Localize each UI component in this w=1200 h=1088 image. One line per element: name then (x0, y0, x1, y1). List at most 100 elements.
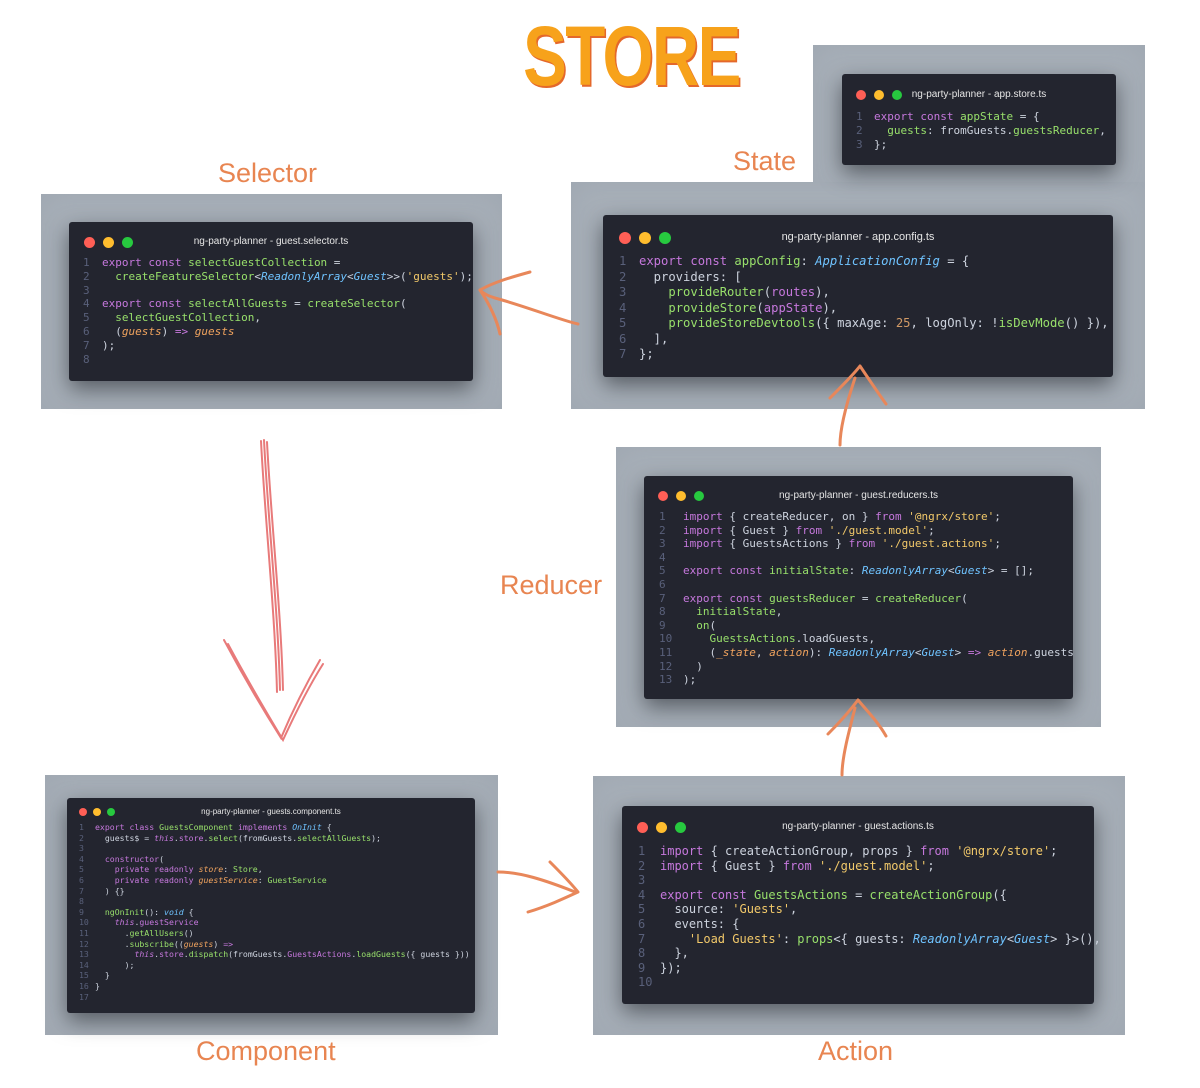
code-line: 8 }, (638, 946, 1101, 961)
code-line: 7); (83, 339, 473, 353)
line-number: 12 (79, 938, 89, 949)
code-line: 4 (659, 551, 1074, 565)
line-number: 4 (659, 550, 666, 564)
code-line: 2 guests: fromGuests.guestsReducer, (856, 124, 1106, 138)
code-text: provideStoreDevtools({ maxAge: 25, logOn… (668, 316, 1109, 330)
close-dot-icon[interactable] (84, 236, 95, 248)
close-dot-icon[interactable] (856, 90, 866, 100)
maximize-dot-icon[interactable] (675, 821, 686, 833)
line-number: 2 (659, 523, 666, 537)
code-text: (guests) => guests (102, 324, 235, 338)
line-number: 17 (79, 991, 89, 1002)
label-selector: Selector (218, 158, 318, 188)
code-line: 5 selectGuestCollection, (83, 311, 473, 325)
code-text: private readonly store: Store, (114, 864, 263, 875)
line-number: 10 (79, 917, 89, 928)
maximize-dot-icon[interactable] (659, 232, 671, 244)
window-title: ng-party-planner - guests.component.ts (201, 807, 341, 817)
line-number: 11 (79, 927, 89, 938)
code-text: ) {} (95, 885, 125, 896)
line-number: 1 (856, 110, 863, 123)
line-number: 1 (619, 254, 627, 268)
arrow-action-to-reducer (826, 698, 888, 777)
maximize-dot-icon[interactable] (892, 90, 902, 100)
line-number: 5 (659, 564, 666, 578)
code-text: selectGuestCollection, (115, 311, 261, 325)
line-number: 6 (619, 331, 627, 346)
code-text: }; (639, 347, 654, 361)
code-text: initialState, (696, 605, 783, 619)
line-number: 6 (83, 324, 90, 338)
line-number: 8 (638, 946, 646, 961)
code-line: 3 provideRouter(routes), (619, 285, 1109, 301)
code-line: 17 (79, 992, 470, 1003)
line-number: 9 (79, 906, 84, 917)
code-text: export const appState = { (874, 110, 1040, 123)
line-number: 3 (856, 138, 863, 151)
line-number: 6 (638, 916, 646, 931)
code-text: ngOnInit(): void { (104, 906, 194, 917)
line-number: 7 (83, 338, 90, 352)
code-line: 2 providers: [ (619, 270, 1109, 286)
code-text: export const initialState: ReadonlyArray… (683, 564, 1035, 578)
code-window-reducers: ng-party-planner - guest.reducers.ts 1 imp… (644, 476, 1074, 699)
minimize-dot-icon[interactable] (103, 236, 114, 248)
code-line: 3}; (856, 138, 1106, 152)
line-number: 7 (619, 347, 627, 361)
maximize-dot-icon[interactable] (107, 808, 115, 816)
line-number: 2 (638, 858, 646, 873)
line-number: 8 (79, 896, 84, 907)
code-text: import { createActionGroup, props } from… (660, 844, 1058, 858)
code-text: } (95, 970, 110, 981)
code-line: 2 createFeatureSelector<ReadonlyArray<Gu… (83, 270, 473, 284)
minimize-dot-icon[interactable] (874, 90, 884, 100)
window-title: ng-party-planner - guest.reducers.ts (779, 489, 938, 501)
code-text: provideRouter(routes), (668, 285, 830, 299)
maximize-dot-icon[interactable] (694, 491, 704, 501)
line-number: 7 (659, 591, 666, 605)
line-number: 1 (79, 822, 84, 832)
code-text: export const selectAllGuests = createSel… (102, 297, 407, 311)
close-dot-icon[interactable] (658, 491, 668, 501)
code-text: import { GuestsActions } from './guest.a… (683, 537, 1001, 551)
line-number: 3 (83, 283, 90, 297)
maximize-dot-icon[interactable] (122, 236, 133, 248)
line-number: 3 (638, 873, 646, 888)
line-number: 13 (79, 949, 89, 960)
code-line: 3 (83, 284, 473, 298)
code-line: 6 private readonly guestService: GuestSe… (79, 875, 470, 886)
code-text: GuestsActions.loadGuests, (709, 632, 876, 646)
line-number: 5 (619, 316, 627, 330)
code-line: 8 initialState, (659, 605, 1074, 619)
code-line: 8 (79, 896, 470, 907)
code-text: }, (660, 946, 689, 961)
minimize-dot-icon[interactable] (93, 808, 101, 816)
minimize-dot-icon[interactable] (676, 491, 686, 501)
code-line: 1 import { createReducer, on } from '@ngr… (659, 510, 1074, 524)
minimize-dot-icon[interactable] (639, 232, 651, 244)
line-number: 1 (659, 510, 666, 523)
close-dot-icon[interactable] (619, 232, 631, 244)
code-text: this.store.dispatch(fromGuests.GuestsAct… (134, 949, 470, 960)
code-line: 11 (_state, action): ReadonlyArray<Guest… (659, 646, 1074, 660)
minimize-dot-icon[interactable] (656, 821, 667, 833)
code-line: 2 guests$ = this.store.select(fromGuests… (79, 833, 470, 844)
close-dot-icon[interactable] (79, 808, 87, 816)
line-number: 3 (659, 537, 666, 551)
code-text: ); (102, 338, 116, 352)
code-text: .subscribe((guests) => (95, 938, 234, 949)
close-dot-icon[interactable] (637, 821, 648, 833)
code-text: import { createReducer, on } from '@ngrx… (683, 510, 1001, 523)
label-component: Component (196, 1036, 336, 1066)
code-text: guests: fromGuests.guestsReducer, (887, 124, 1106, 137)
line-number: 5 (83, 311, 90, 325)
code-text: this.guestService (114, 917, 199, 928)
